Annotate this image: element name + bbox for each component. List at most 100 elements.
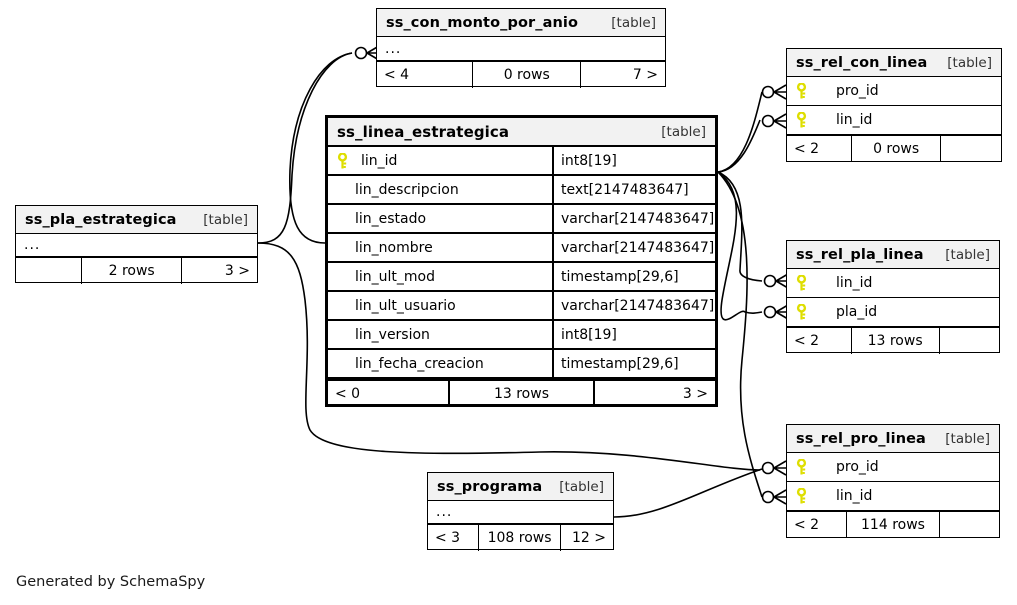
table-ss-rel-pro-linea[interactable]: ss_rel_pro_linea [table] pro_id lin_id <…	[786, 424, 1000, 538]
table-tag: [table]	[947, 54, 992, 71]
footer-children-count[interactable]: 3 >	[224, 263, 250, 279]
column-row[interactable]: lin_nombre varchar[2147483647]	[328, 234, 715, 263]
edge-linea-to-relpro-lin	[717, 171, 763, 498]
column-row[interactable]: lin_ult_usuario varchar[2147483647]	[328, 292, 715, 321]
column-name-cell: pro_id	[787, 459, 879, 475]
footer-children-count[interactable]	[940, 328, 999, 354]
ellipsis-label: ...	[436, 504, 453, 520]
column-row[interactable]: lin_id	[787, 269, 999, 298]
footer-children-count[interactable]: 7 >	[632, 67, 658, 83]
column-name-cell: lin_ult_mod	[355, 268, 435, 285]
table-tag: [table]	[661, 123, 706, 140]
table-footer: < 2 114 rows	[787, 511, 999, 538]
column-name-cell: lin_descripcion	[355, 181, 459, 198]
table-name: ss_rel_pla_linea	[796, 246, 924, 263]
primary-key-icon	[795, 488, 808, 504]
table-name: ss_con_monto_por_anio	[386, 14, 579, 31]
column-label: pro_id	[836, 459, 879, 475]
column-label: pla_id	[836, 304, 878, 320]
column-row[interactable]: lin_estado varchar[2147483647]	[328, 205, 715, 234]
edge-linea-to-relpla-pla	[717, 171, 763, 321]
collapsed-columns-row[interactable]: ...	[16, 234, 257, 257]
column-name-cell: pro_id	[787, 83, 879, 99]
column-type: timestamp[29,6]	[552, 263, 715, 290]
column-name-cell: lin_ult_usuario	[355, 297, 456, 314]
table-header: ss_con_monto_por_anio [table]	[377, 9, 665, 37]
column-name-cell: pla_id	[787, 304, 877, 320]
column-name-cell: lin_version	[355, 326, 430, 343]
collapsed-columns-row[interactable]: ...	[377, 37, 665, 61]
table-ss-rel-con-linea[interactable]: ss_rel_con_linea [table] pro_id lin_id <…	[786, 48, 1002, 162]
primary-key-icon	[336, 152, 349, 169]
primary-key-icon	[795, 304, 808, 320]
footer-row-count: 108 rows	[477, 525, 562, 551]
generated-by-credit: Generated by SchemaSpy	[16, 574, 206, 590]
ellipsis-label: ...	[24, 237, 41, 253]
table-name: ss_rel_con_linea	[796, 54, 928, 71]
edge-linea-to-relpla-lin	[717, 171, 763, 282]
table-ss-con-monto-por-anio[interactable]: ss_con_monto_por_anio [table] ... < 4 0 …	[376, 8, 666, 88]
table-header: ss_programa [table]	[428, 473, 613, 501]
ellipsis-label: ...	[385, 40, 402, 57]
primary-key-icon	[795, 83, 808, 99]
column-row[interactable]: lin_fecha_creacion timestamp[29,6]	[328, 350, 715, 379]
column-label: lin_id	[836, 488, 873, 504]
column-row[interactable]: lin_ult_mod timestamp[29,6]	[328, 263, 715, 292]
column-row[interactable]: pro_id	[787, 453, 999, 482]
table-header: ss_rel_pla_linea [table]	[787, 241, 999, 269]
footer-children-count[interactable]	[941, 136, 1001, 162]
table-tag: [table]	[945, 430, 990, 447]
table-footer: < 0 13 rows 3 >	[328, 379, 715, 406]
column-type: int8[19]	[552, 321, 715, 348]
column-label: lin_id	[836, 275, 873, 291]
column-name-cell: lin_estado	[355, 210, 427, 227]
table-header: ss_pla_estrategica [table]	[16, 206, 257, 234]
column-row[interactable]: pla_id	[787, 298, 999, 327]
column-label: lin_id	[361, 152, 398, 169]
edge-linea-to-relcon-lin	[717, 119, 761, 173]
column-row[interactable]: lin_id int8[19]	[328, 147, 715, 176]
footer-parents-count[interactable]: < 3	[435, 530, 461, 546]
primary-key-icon	[795, 459, 808, 475]
collapsed-columns-row[interactable]: ...	[428, 501, 613, 524]
column-type: int8[19]	[552, 147, 715, 174]
footer-row-count: 0 rows	[472, 62, 582, 88]
footer-row-count: 114 rows	[846, 512, 940, 538]
footer-parents-count[interactable]: < 2	[794, 141, 820, 157]
primary-key-icon	[795, 275, 808, 291]
column-name-cell: lin_id	[787, 275, 872, 291]
footer-children-count[interactable]: 12 >	[571, 530, 606, 546]
table-header: ss_linea_estrategica [table]	[328, 118, 715, 147]
column-row[interactable]: lin_id	[787, 106, 1001, 135]
column-row[interactable]: lin_descripcion text[2147483647]	[328, 176, 715, 205]
footer-parents-count[interactable]: < 0	[335, 385, 361, 402]
footer-parents-count[interactable]: < 2	[794, 517, 820, 533]
table-footer: 2 rows 3 >	[16, 257, 257, 284]
footer-children-count[interactable]: 3 >	[682, 385, 708, 402]
column-row[interactable]: lin_version int8[19]	[328, 321, 715, 350]
table-footer: < 2 0 rows	[787, 135, 1001, 162]
table-ss-linea-estrategica[interactable]: ss_linea_estrategica [table] lin_id int8…	[325, 115, 718, 407]
column-name-cell: lin_id	[787, 112, 872, 128]
edge-linea-to-relcon-pro	[717, 91, 763, 173]
footer-parents-count[interactable]	[16, 258, 81, 284]
column-type: varchar[2147483647]	[552, 234, 715, 261]
table-footer: < 4 0 rows 7 >	[377, 61, 665, 88]
table-footer: < 2 13 rows	[787, 327, 999, 354]
table-name: ss_pla_estrategica	[25, 211, 177, 228]
table-ss-programa[interactable]: ss_programa [table] ... < 3 108 rows 12 …	[427, 472, 614, 551]
column-name-cell: lin_id	[787, 488, 872, 504]
footer-children-count[interactable]	[940, 512, 999, 538]
column-name-cell: lin_fecha_creacion	[355, 355, 484, 372]
column-label: lin_id	[836, 112, 873, 128]
column-type: varchar[2147483647]	[552, 292, 715, 319]
table-footer: < 3 108 rows 12 >	[428, 524, 613, 551]
column-row[interactable]: lin_id	[787, 482, 999, 511]
footer-parents-count[interactable]: < 2	[794, 333, 820, 349]
column-row[interactable]: pro_id	[787, 77, 1001, 106]
table-ss-rel-pla-linea[interactable]: ss_rel_pla_linea [table] lin_id pla_id <…	[786, 240, 1000, 354]
footer-parents-count[interactable]: < 4	[384, 67, 410, 83]
column-name-cell: lin_nombre	[355, 239, 433, 256]
table-ss-pla-estrategica[interactable]: ss_pla_estrategica [table] ... 2 rows 3 …	[15, 205, 258, 284]
table-tag: [table]	[203, 211, 248, 228]
